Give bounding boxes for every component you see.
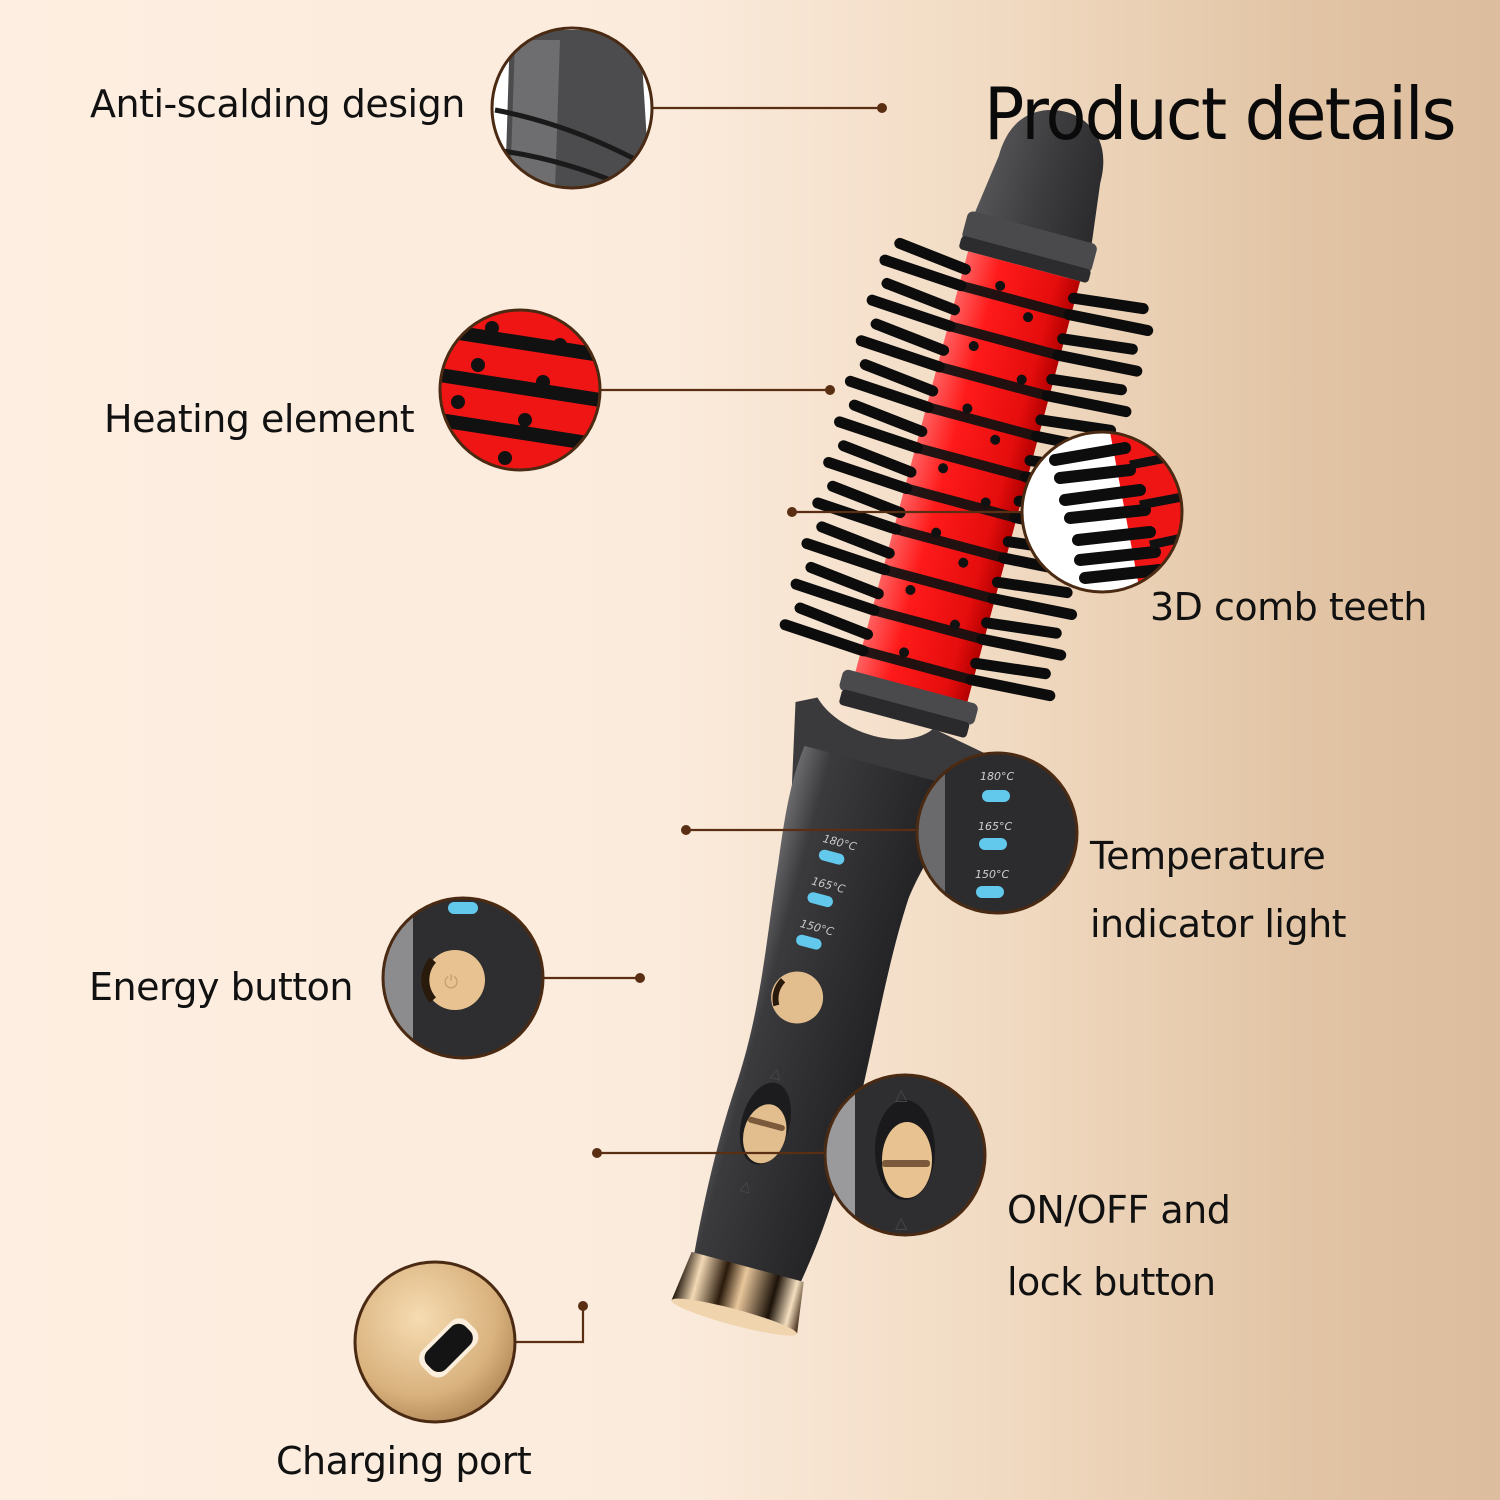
- zoom-circle-temperature-indicator: 180°C 165°C 150°C: [915, 751, 1079, 915]
- zoom-circle-charging-port: [353, 1260, 517, 1424]
- callout-connectors: [515, 106, 1022, 1344]
- svg-text:165°C: 165°C: [978, 820, 1012, 833]
- hot-brush-product: 180°C 165°C 150°C △ △: [671, 110, 1154, 1336]
- label-line-2: indicator light: [1090, 902, 1347, 946]
- label-charging-port: Charging port: [276, 1439, 532, 1483]
- comb-teeth-left: [779, 237, 971, 657]
- label-temperature-indicator-light: Temperature indicator light: [1090, 822, 1347, 958]
- zoom-circle-heating-element: [438, 308, 602, 472]
- gold-base-ring: [671, 1251, 804, 1334]
- label-line-1: ON/OFF and: [1007, 1188, 1231, 1232]
- zoom-circle-anti-scalding: [490, 26, 654, 190]
- label-energy-button: Energy button: [89, 965, 353, 1009]
- label-3d-comb-teeth: 3D comb teeth: [1150, 585, 1428, 629]
- handle-energy-button: [771, 971, 824, 1024]
- anti-scalding-cap: [959, 110, 1104, 283]
- page-title: Product details: [984, 72, 1457, 156]
- svg-text:⏻: ⏻: [444, 972, 458, 993]
- label-line-1: Temperature: [1090, 834, 1326, 878]
- svg-text:180°C: 180°C: [980, 770, 1014, 783]
- label-anti-scalding-design: Anti-scalding design: [90, 82, 465, 126]
- label-onoff-lock-button: ON/OFF and lock button: [1007, 1174, 1231, 1318]
- svg-text:150°C: 150°C: [975, 868, 1009, 881]
- svg-text:△: △: [895, 1213, 908, 1232]
- label-line-2: lock button: [1007, 1260, 1216, 1304]
- zoom-circle-energy-button: ⏻: [381, 896, 545, 1060]
- label-heating-element: Heating element: [104, 397, 415, 441]
- zoom-circle-comb-teeth: [1020, 430, 1184, 594]
- svg-text:△: △: [739, 1178, 754, 1196]
- zoom-circle-onoff-lock: △ △: [823, 1073, 987, 1237]
- svg-text:△: △: [769, 1065, 784, 1083]
- svg-text:△: △: [895, 1085, 908, 1104]
